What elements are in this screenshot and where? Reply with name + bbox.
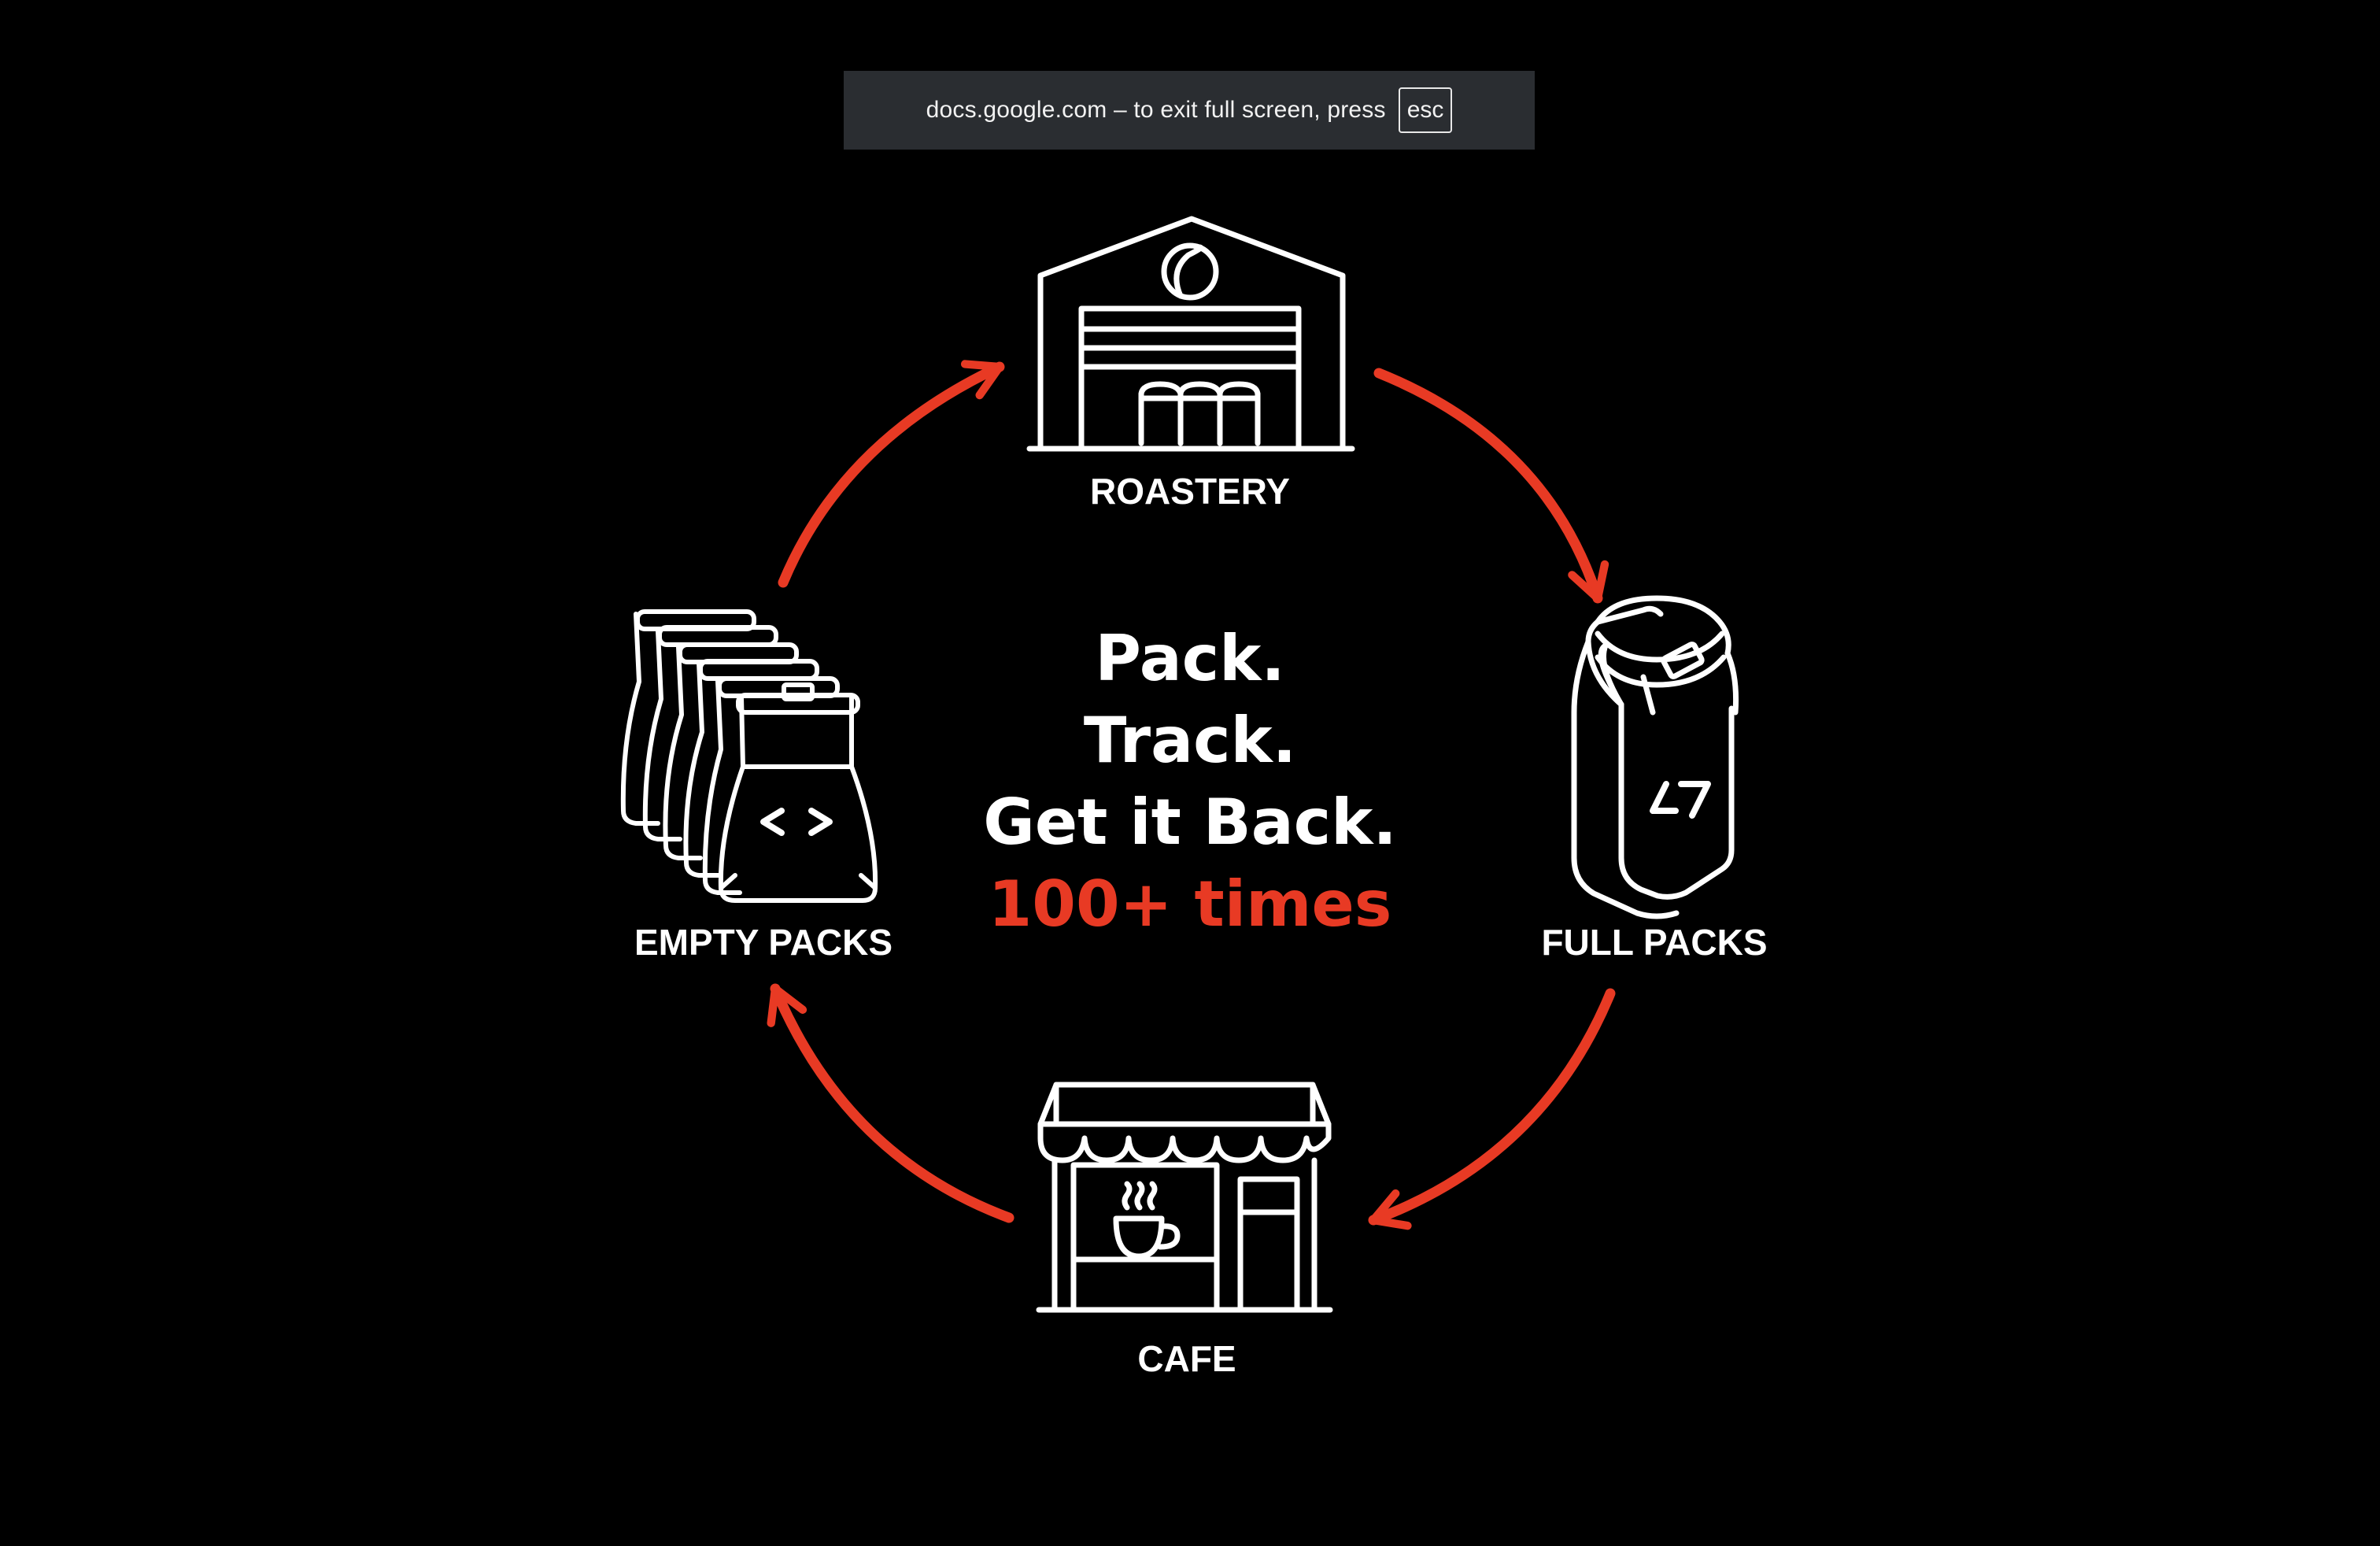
full-pack-icon [1571, 595, 1739, 919]
esc-key-hint: esc [1398, 87, 1453, 133]
headline-line-get-it-back: Get it Back. [983, 786, 1397, 859]
code-brackets-icon [760, 808, 833, 836]
pack-logo-icon [1650, 781, 1711, 819]
headline-line-track: Track. [1084, 704, 1296, 777]
headline-line-times: 100+ times [989, 867, 1392, 941]
cafe-label: CAFE [1137, 1338, 1236, 1379]
empty-packs-stack-icon [620, 609, 878, 903]
full-packs-label: FULL PACKS [1541, 922, 1767, 963]
arrow-full-packs-to-cafe-icon [1368, 988, 1616, 1230]
headline-line-pack: Pack. [1095, 622, 1284, 695]
cycle-arrows [767, 360, 1616, 1230]
empty-packs-label: EMPTY PACKS [634, 922, 893, 963]
arrow-roastery-to-full-packs-icon [1373, 368, 1609, 604]
arrow-empty-packs-to-roastery-icon [778, 360, 1005, 588]
roastery-label: ROASTERY [1090, 471, 1290, 512]
fullscreen-banner-message: docs.google.com – to exit full screen, p… [926, 97, 1386, 123]
cafe-storefront-icon [1036, 1082, 1333, 1313]
fullscreen-exit-banner: docs.google.com – to exit full screen, p… [844, 71, 1535, 150]
arrow-cafe-to-empty-packs-icon [767, 983, 1014, 1223]
warehouse-icon [1026, 216, 1355, 452]
headline: Pack. Track. Get it Back. 100+ times [983, 622, 1397, 941]
